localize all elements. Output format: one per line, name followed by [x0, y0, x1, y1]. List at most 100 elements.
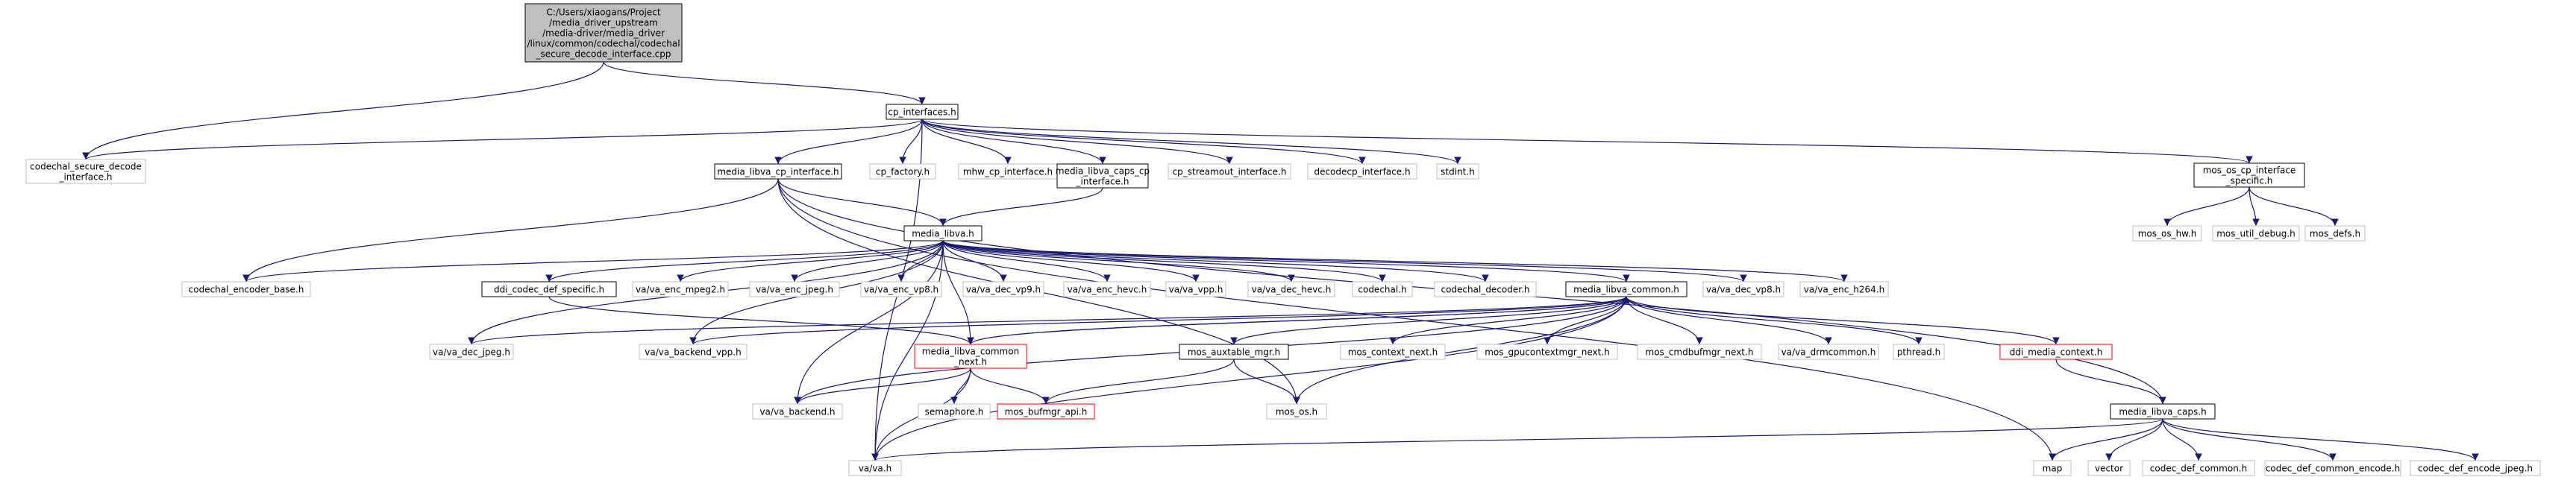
node-box — [2264, 460, 2401, 476]
edge-ddi_media_context-to-media_libva_caps — [2055, 359, 2166, 405]
node-box — [714, 163, 842, 180]
node-media-libva-caps[interactable]: media_libva_caps.h — [2110, 403, 2216, 420]
node-va-dec-vp9[interactable]: va/va_dec_vp9.h — [962, 281, 1044, 297]
node-va-dec-hevc[interactable]: va/va_dec_hevc.h — [1247, 281, 1335, 297]
node-label: stdint.h — [1441, 167, 1475, 177]
edge-media_libva_cp-to-media_libva — [777, 178, 947, 227]
node-cp-interfaces[interactable]: cp_interfaces.h — [886, 104, 959, 120]
node-box — [2033, 460, 2072, 476]
node-box — [1056, 163, 1149, 189]
node-media-libva-common[interactable]: media_libva_common.h — [1565, 281, 1687, 297]
node-label: codechal_decoder.h — [1441, 285, 1529, 295]
node-box — [1799, 281, 1889, 297]
node-root[interactable]: C:/Users/xiaogans/Project/media_driver_u… — [524, 3, 683, 63]
edge-cp_interfaces-to-codechal_secure — [82, 119, 923, 160]
node-mos-defs[interactable]: mos_defs.h — [2304, 225, 2366, 242]
node-label: va/va_backend.h — [759, 407, 835, 417]
node-box — [1352, 281, 1413, 297]
node-cp-factory[interactable]: cp_factory.h — [869, 163, 936, 180]
node-va[interactable]: va/va.h — [848, 460, 902, 476]
node-mos-context-next[interactable]: mos_context_next.h — [1340, 344, 1446, 360]
node-decodecp[interactable]: decodecp_interface.h — [1307, 163, 1417, 180]
node-label: vector — [2095, 464, 2123, 474]
node-semaphore[interactable]: semaphore.h — [918, 403, 991, 420]
edge-media_libva-to-va_enc_hevc — [942, 240, 1111, 282]
node-mos-os[interactable]: mos_os.h — [1266, 403, 1327, 420]
node-va-enc-h264[interactable]: va/va_enc_h264.h — [1799, 281, 1889, 297]
node-mos-cmdbufmgr-next[interactable]: mos_cmdbufmgr_next.h — [1637, 344, 1762, 360]
node-box — [1179, 344, 1289, 360]
node-box — [2132, 225, 2202, 242]
edge-media_libva-to-codechal_encoder_base — [242, 240, 944, 282]
node-box — [962, 281, 1044, 297]
node-va-drmcommon[interactable]: va/va_drmcommon.h — [1778, 344, 1879, 360]
node-label: mos_util_debug.h — [2216, 229, 2295, 239]
node-mos-gpucontextmgr-next[interactable]: mos_gpucontextmgr_next.h — [1476, 344, 1618, 360]
edge-media_libva-to-media_libva_common_next — [942, 240, 974, 345]
node-codec-def-encode-jpeg[interactable]: codec_def_encode_jpeg.h — [2410, 460, 2541, 476]
node-mos-bufmgr-api[interactable]: mos_bufmgr_api.h — [997, 403, 1095, 420]
edge-media_libva_common-to-va_drmcommon — [1626, 296, 1832, 345]
node-label: codec_def_common.h — [2150, 464, 2247, 474]
node-va-dec-vp8[interactable]: va/va_dec_vp8.h — [1702, 281, 1784, 297]
node-box — [2110, 403, 2216, 420]
node-label: _secure_decode_interface.cpp — [536, 49, 671, 60]
node-va-backend[interactable]: va/va_backend.h — [752, 403, 843, 420]
node-codechal-encoder-base[interactable]: codechal_encoder_base.h — [181, 281, 311, 297]
node-va-enc-mpeg2[interactable]: va/va_enc_mpeg2.h — [632, 281, 729, 297]
node-va-backend-vpp[interactable]: va/va_backend_vpp.h — [639, 344, 748, 360]
node-label: codec_def_common_encode.h — [2266, 464, 2400, 474]
node-media-libva-caps-cp[interactable]: media_libva_caps_cp_interface.h — [1056, 163, 1150, 189]
node-va-enc-jpeg[interactable]: va/va_enc_jpeg.h — [749, 281, 840, 297]
node-label: map — [2043, 464, 2063, 474]
node-va-vpp[interactable]: va/va_vpp.h — [1165, 281, 1226, 297]
node-va-enc-vp8[interactable]: va/va_enc_vp8.h — [860, 281, 942, 297]
node-label: decodecp_interface.h — [1314, 167, 1410, 177]
node-box — [524, 3, 683, 63]
node-codechal[interactable]: codechal.h — [1352, 281, 1413, 297]
edge-media_libva_caps-to-codec_def_common — [2162, 418, 2202, 461]
node-media-libva-common-next[interactable]: media_libva_common_next.h — [914, 344, 1027, 369]
node-mos-util-debug[interactable]: mos_util_debug.h — [2212, 225, 2300, 242]
node-media-libva[interactable]: media_libva.h — [903, 225, 983, 242]
node-box — [1436, 163, 1479, 180]
node-ddi-media-context[interactable]: ddi_media_context.h — [1999, 344, 2113, 360]
node-map[interactable]: map — [2033, 460, 2072, 476]
node-cp-streamout[interactable]: cp_streamout_interface.h — [1168, 163, 1291, 180]
edge-media_libva-to-va_enc_jpeg — [791, 240, 944, 282]
node-ddi-codec-def[interactable]: ddi_codec_def_specific.h — [481, 281, 617, 297]
node-label: codechal.h — [1358, 285, 1406, 295]
edge-media_libva_common-to-mos_auxtable_mgr — [1230, 296, 1627, 345]
edge-media_libva_common_next-to-mos_bufmgr_api — [970, 367, 1050, 405]
edge-media_libva_common-to-mos_context_next — [1389, 296, 1627, 345]
edge-root-to-codechal_secure — [82, 61, 604, 160]
node-mos-os-cp[interactable]: mos_os_cp_interface_specific.h — [2193, 162, 2305, 188]
node-label: ddi_codec_def_specific.h — [494, 285, 604, 295]
edge-media_libva-to-va_enc_h264 — [942, 240, 1848, 282]
node-codechal-decoder[interactable]: codechal_decoder.h — [1434, 281, 1537, 297]
node-va-enc-hevc[interactable]: va/va_enc_hevc.h — [1063, 281, 1151, 297]
node-box — [1434, 281, 1537, 297]
node-codechal-secure[interactable]: codechal_secure_decode_interface.h — [25, 159, 146, 184]
node-stdint[interactable]: stdint.h — [1436, 163, 1479, 180]
node-mos-auxtable-mgr[interactable]: mos_auxtable_mgr.h — [1179, 344, 1289, 360]
node-mos-os-hw[interactable]: mos_os_hw.h — [2132, 225, 2202, 242]
edge-media_libva-to-va_dec_vp9 — [942, 240, 1007, 282]
edge-media_libva_caps-to-vector — [2105, 418, 2163, 461]
node-media-libva-cp[interactable]: media_libva_cp_interface.h — [714, 163, 842, 180]
node-box — [1778, 344, 1879, 360]
node-label: codec_def_encode_jpeg.h — [2418, 464, 2533, 474]
node-va-dec-jpeg[interactable]: va/va_dec_jpeg.h — [429, 344, 514, 360]
node-vector[interactable]: vector — [2087, 460, 2131, 476]
edge-media_libva_common-to-pthread — [1626, 296, 1922, 345]
node-box — [632, 281, 729, 297]
node-box — [1999, 344, 2113, 360]
node-label: media_libva.h — [912, 229, 974, 239]
node-label: cp_streamout_interface.h — [1173, 167, 1287, 177]
node-codec-def-common[interactable]: codec_def_common.h — [2142, 460, 2255, 476]
node-pthread[interactable]: pthread.h — [1893, 344, 1945, 360]
node-codec-def-common-encode[interactable]: codec_def_common_encode.h — [2264, 460, 2401, 476]
node-mhw-cp[interactable]: mhw_cp_interface.h — [958, 163, 1058, 180]
node-box — [2087, 460, 2131, 476]
node-label: codechal_secure_decode — [30, 162, 142, 172]
